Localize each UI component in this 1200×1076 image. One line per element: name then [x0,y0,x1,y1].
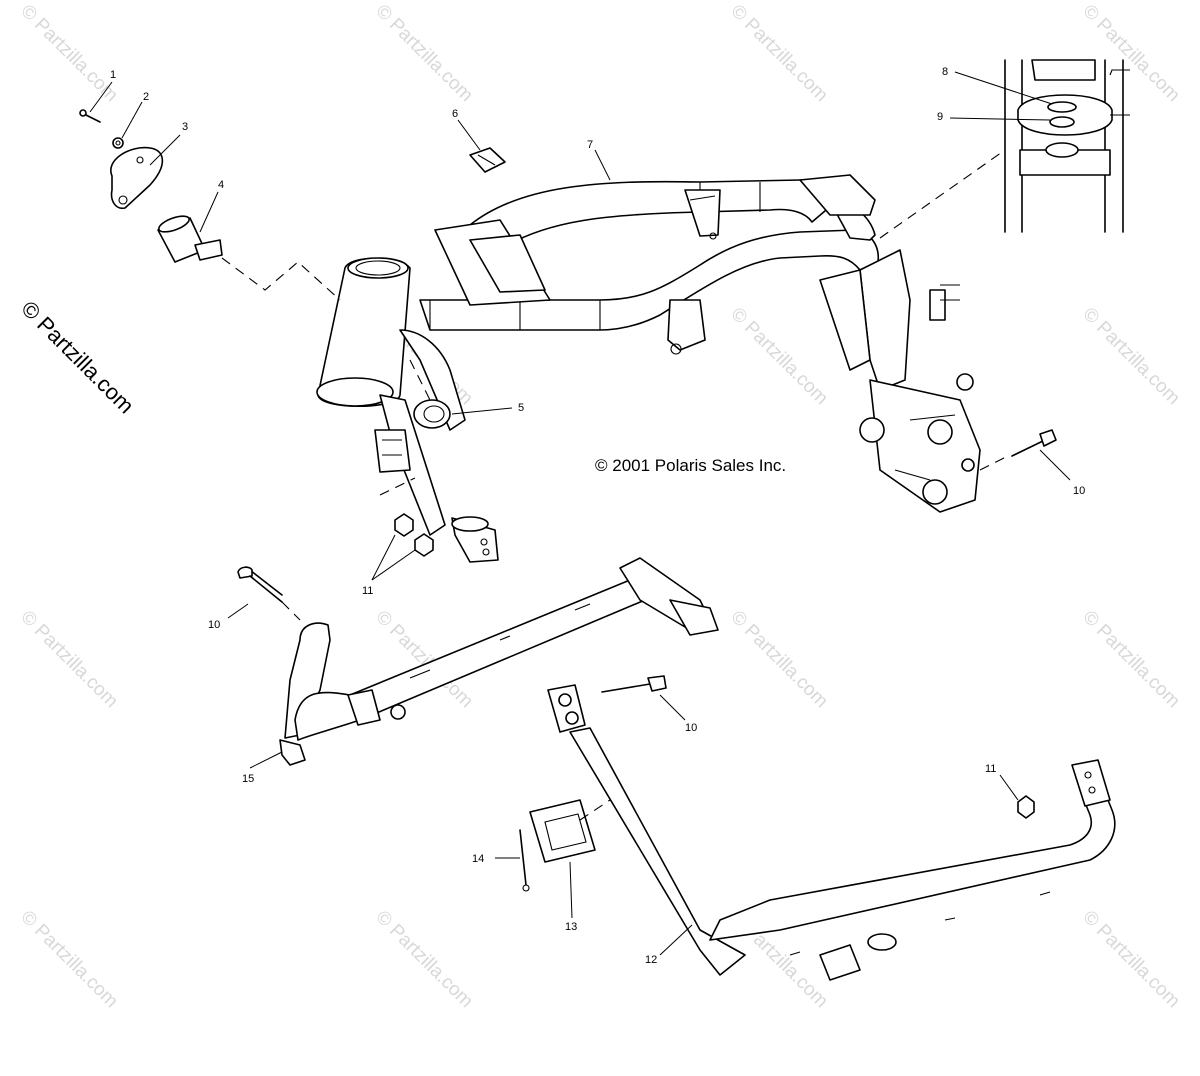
part-plate-13 [529,799,611,863]
watermark: © Partzilla.com [16,607,121,712]
main-frame [316,149,1011,563]
leader-lines [89,71,1071,956]
watermark: © Partzilla.com [726,1,831,106]
callout-10-lower: 10 [685,722,697,734]
callout-2: 2 [143,91,149,103]
callout-5: 5 [518,402,524,414]
callout-7: 7 [587,139,593,151]
callout-15: 15 [242,773,254,785]
side-watermark: © Partzilla.com [16,296,139,419]
lower-frame [547,675,1116,981]
part-nut-11-right [1017,795,1035,819]
part-bolt-10-right [1011,429,1057,457]
callout-11-right: 11 [985,763,996,775]
part-screw-1 [79,109,101,123]
part-washer-2 [112,137,124,149]
part-cover-3 [110,146,164,210]
part-sensor-4 [157,215,341,301]
callout-9: 9 [937,111,943,123]
middle-tube [237,557,719,766]
watermark: © Partzilla.com [371,907,476,1012]
watermark: © Partzilla.com [726,607,831,712]
callout-4: 4 [218,179,224,191]
callouts: 1 2 3 4 5 6 7 8 9 10 10 10 11 11 12 13 1… [110,66,1085,966]
callout-10-right: 10 [1073,485,1085,497]
watermark: © Partzilla.com [1078,1,1183,106]
watermark: © Partzilla.com [1078,607,1183,712]
watermark: © Partzilla.com [1078,304,1183,409]
callout-3: 3 [182,121,188,133]
callout-8: 8 [942,66,948,78]
callout-10-middle: 10 [208,619,220,631]
copyright-text: © 2001 Polaris Sales Inc. [595,456,786,475]
watermark: © Partzilla.com [1078,907,1183,1012]
callout-12: 12 [645,954,657,966]
part-nuts-11 [379,477,434,557]
callout-1: 1 [110,69,116,81]
watermark: © Partzilla.com [16,907,121,1012]
part-tie-14 [519,829,530,892]
part-bushing-5 [409,359,451,429]
watermark: © Partzilla.com [726,304,831,409]
part-clip-6 [469,147,506,173]
inset-detail [1004,59,1130,233]
callout-11-left: 11 [362,585,373,597]
callout-6: 6 [452,108,458,120]
callout-14: 14 [472,853,484,865]
callout-13: 13 [565,921,577,933]
watermark: © Partzilla.com [371,1,476,106]
